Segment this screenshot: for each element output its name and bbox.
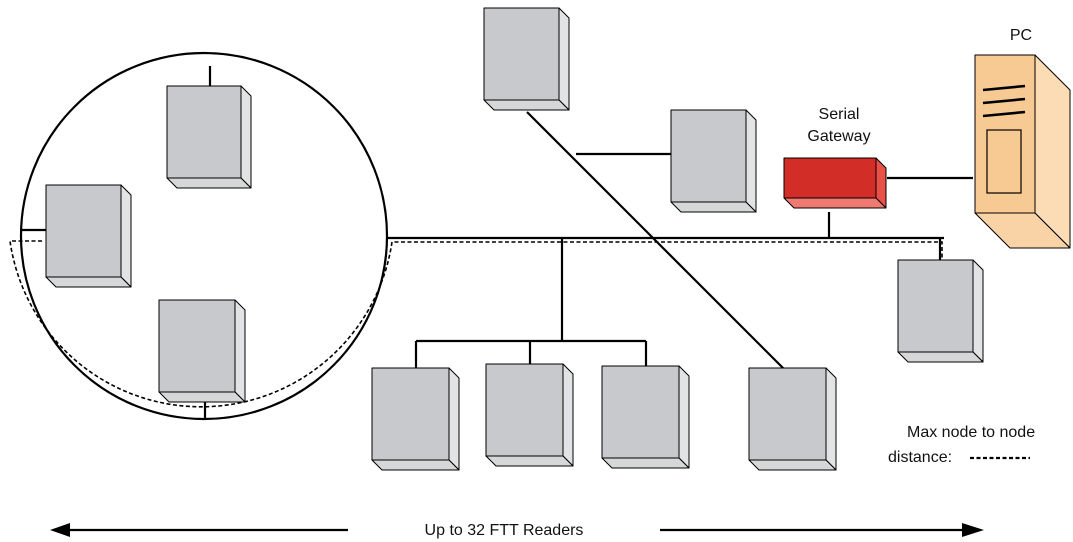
reader-tree-3-front [601, 365, 680, 459]
reader-tree-2-front [485, 363, 564, 457]
pc-drive-slot-2 [982, 97, 1026, 105]
reader-ring-bottom [158, 299, 246, 403]
reader-ring-bottom-side [234, 299, 246, 403]
range-arrow: Up to 32 FTT Readers [50, 522, 984, 539]
reader-ring-bottom-front [158, 299, 236, 393]
reader-trunk-end-side [825, 367, 837, 471]
diagonal-trunk [526, 111, 786, 371]
pc-drive-slot-1 [982, 84, 1026, 92]
reader-ring-left [45, 184, 132, 288]
legend: Max node to node distance: [888, 424, 1035, 466]
reader-bus-right-bottom [897, 351, 984, 363]
reader-tree-3-side [678, 365, 690, 469]
reader-trunk-top-side [558, 7, 570, 111]
network-devices [783, 54, 1071, 249]
reader-ring-top-front [166, 85, 242, 179]
range-arrow-right-head [962, 523, 984, 537]
reader-bus-right-side [972, 259, 984, 363]
reader-tree-1-side [448, 367, 460, 471]
reader-tree-2 [485, 363, 574, 467]
reader-ring-left-side [120, 184, 132, 288]
ring-max-distance-path [9, 240, 943, 408]
reader-bus-right-front [897, 259, 974, 353]
pc-tower [974, 54, 1071, 249]
reader-trunk-top [483, 7, 570, 111]
reader-ring-left-front [45, 184, 122, 278]
reader-trunk-top-bottom [483, 99, 570, 111]
reader-tree-2-bottom [485, 455, 574, 467]
reader-trunk-end-front [748, 367, 827, 461]
reader-ring-top [166, 85, 252, 189]
reader-trunk-end [748, 367, 837, 471]
pc-tower-front [974, 54, 1036, 214]
pc-drive-slot-3 [982, 110, 1026, 118]
legend-label-line2: distance: [888, 449, 952, 466]
reader-trunk-branch-bottom [670, 201, 757, 213]
legend-label-line1: Max node to node [907, 424, 1035, 441]
gateway-label-line2: Gateway [807, 128, 870, 145]
reader-tree-1-front [371, 367, 450, 461]
serial-gateway-bottom [783, 197, 887, 209]
reader-trunk-branch [670, 109, 757, 213]
range-arrow-left-head [50, 523, 70, 537]
serial-gateway [783, 157, 887, 209]
reader-ring-bottom-bottom [158, 391, 246, 403]
reader-tree-3-bottom [601, 457, 690, 469]
reader-trunk-branch-side [745, 109, 757, 213]
reader-bus-right [897, 259, 984, 363]
reader-tree-2-side [562, 363, 574, 467]
reader-ring-top-side [240, 85, 252, 189]
reader-trunk-top-front [483, 7, 560, 101]
serial-gateway-front [783, 157, 877, 199]
reader-ring-left-bottom [45, 276, 132, 288]
range-label: Up to 32 FTT Readers [425, 522, 584, 539]
reader-trunk-end-bottom [748, 459, 837, 471]
network-wiring [9, 51, 973, 421]
reader-ring-top-bottom [166, 177, 252, 189]
pc-front-panel [986, 129, 1022, 194]
reader-trunk-branch-front [670, 109, 747, 203]
reader-tree-1-bottom [371, 459, 460, 471]
ftt-readers [45, 7, 984, 471]
pc-label: PC [1010, 27, 1032, 44]
reader-tree-3 [601, 365, 690, 469]
reader-tree-1 [371, 367, 460, 471]
gateway-label-line1: Serial [819, 106, 860, 123]
